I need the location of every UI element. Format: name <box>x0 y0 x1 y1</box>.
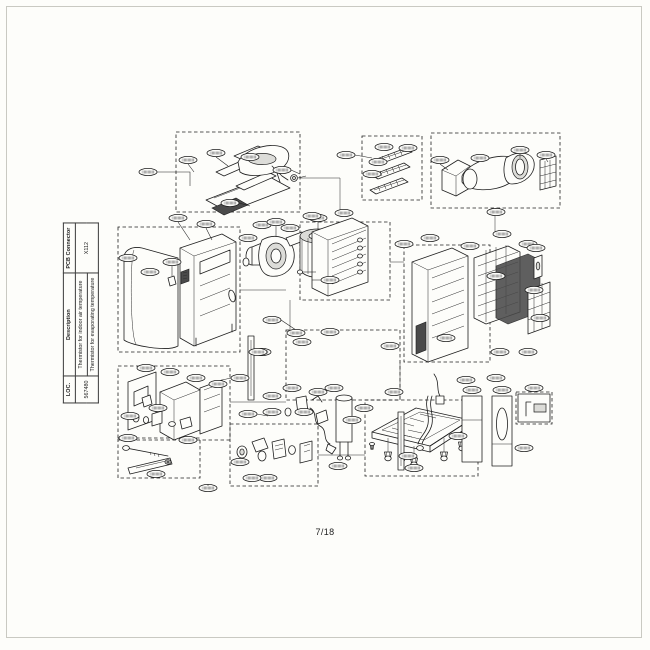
small-parts-tray <box>236 437 313 464</box>
legend-table-wrapper: LOC. Description PCB Connector 567480 Th… <box>57 163 105 463</box>
legend-header-description: Description <box>63 273 76 376</box>
legend-cell-description: Thermistor for indoor air temperature <box>75 273 87 376</box>
legend-cell-pcb-connector: X112 <box>75 223 99 274</box>
hardware-kit <box>122 445 173 475</box>
legend-cell-description: Thermistor for evaporating temperature <box>86 273 99 376</box>
exhaust-hose-assembly <box>441 152 557 197</box>
lower-panel-assembly <box>127 371 223 441</box>
legend-cell-loc: 567480 <box>75 375 99 403</box>
rear-cabinet-assembly <box>411 245 551 363</box>
legend-row: 567480 Thermistor for indoor air tempera… <box>75 223 99 403</box>
legend-header-loc: LOC. <box>63 375 76 403</box>
legend-header-row: LOC. Description PCB Connector <box>63 223 76 403</box>
legend-table: LOC. Description PCB Connector 567480 Th… <box>62 222 100 404</box>
legend-header-pcb-connector: PCB Connector <box>63 223 76 274</box>
water-tank-assembly <box>247 335 551 471</box>
front-cabinet-assembly <box>123 233 237 349</box>
page-number: 7/18 <box>315 527 335 537</box>
callout-bubbles <box>118 142 556 493</box>
wire-harness <box>309 373 445 455</box>
